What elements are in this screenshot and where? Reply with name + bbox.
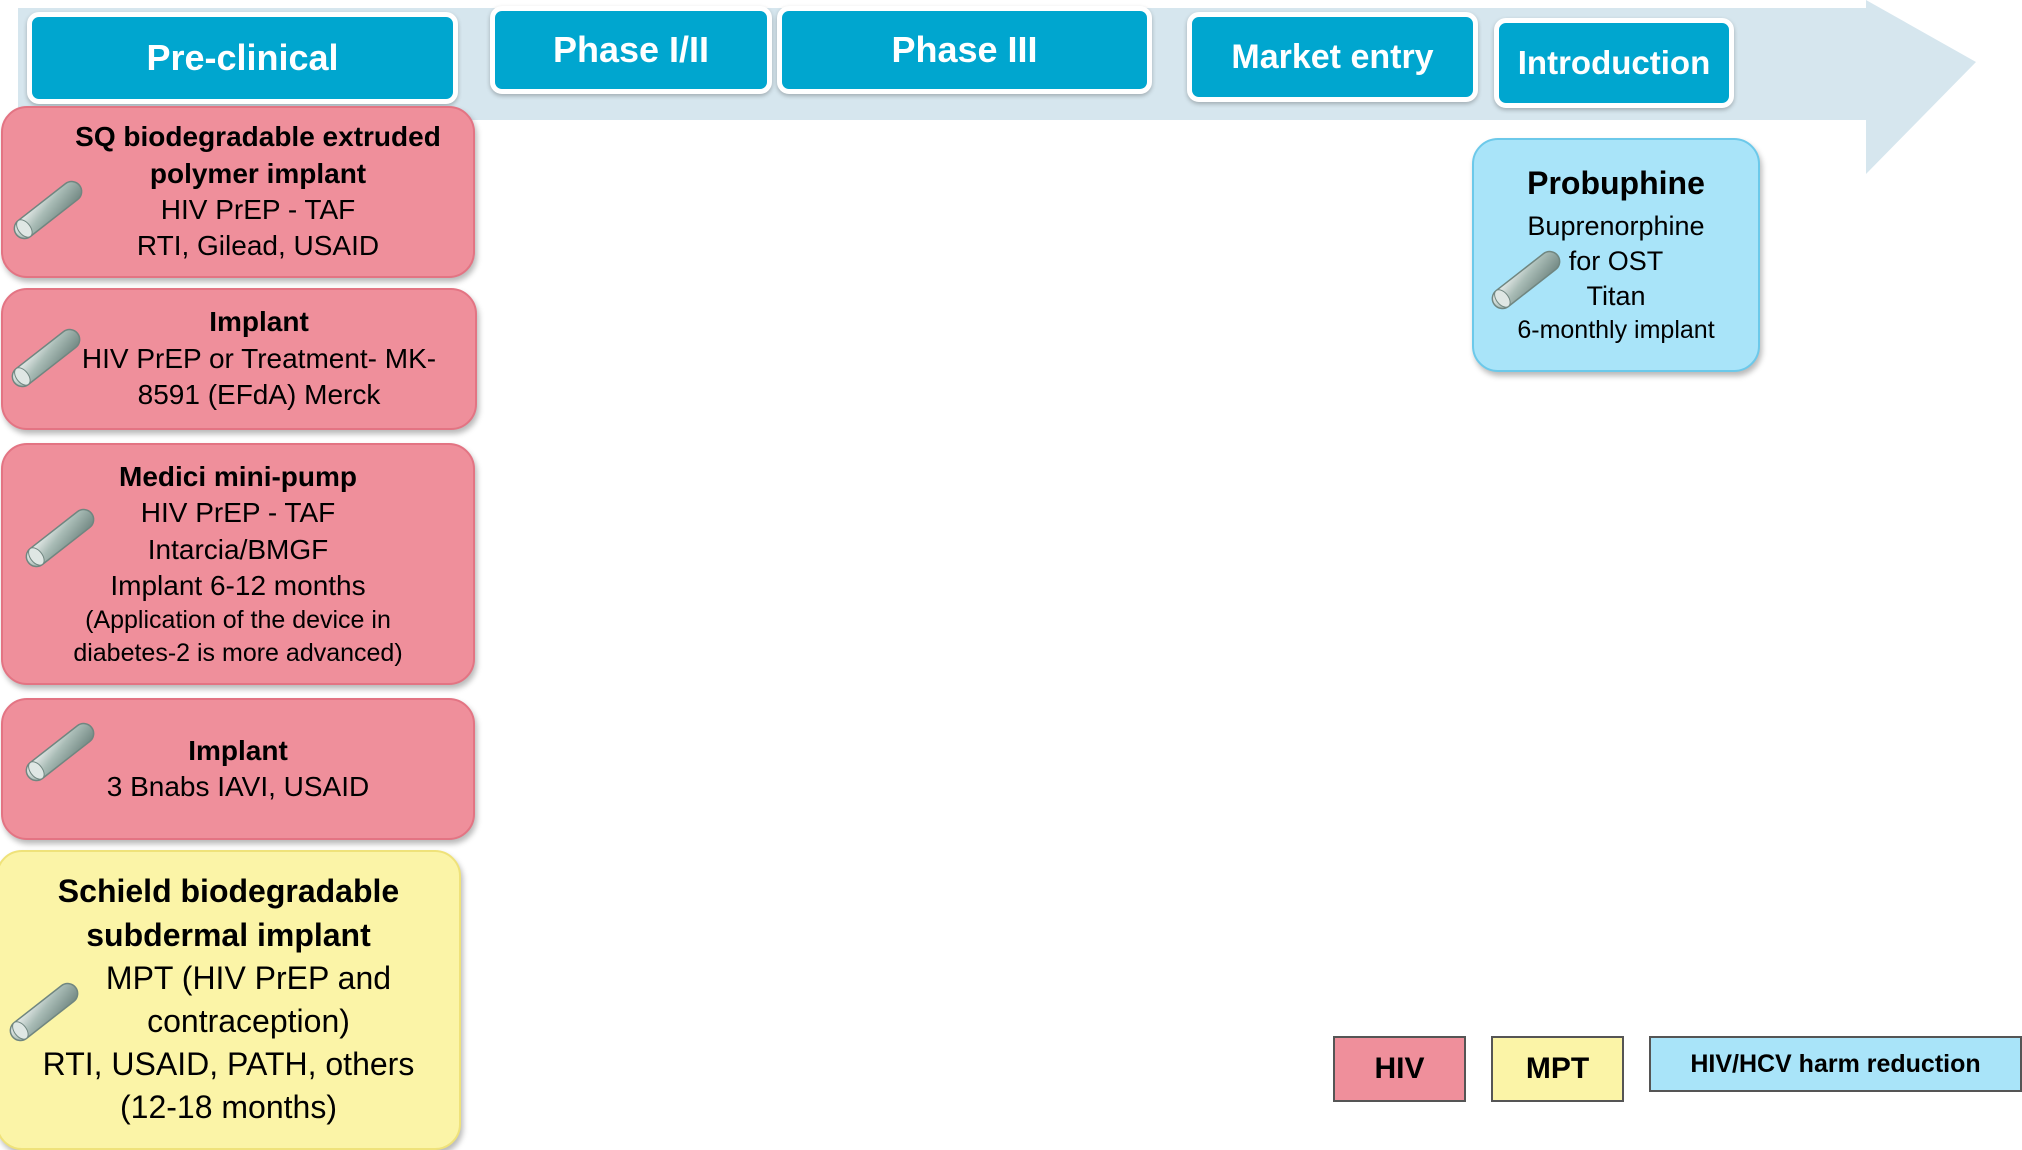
- legend-harm-reduction: HIV/HCV harm reduction: [1649, 1036, 2022, 1092]
- card-title: Schield biodegradable subdermal implant: [57, 873, 400, 953]
- card-line: MPT (HIV PrEP and contraception): [105, 959, 392, 1039]
- card-line: Titan: [1586, 281, 1646, 312]
- card-medici-mini-pump: Medici mini-pump HIV PrEP - TAF Intarcia…: [1, 443, 475, 685]
- card-title: Implant: [209, 306, 309, 338]
- phase-pre-clinical: Pre-clinical: [27, 12, 458, 104]
- card-title: Implant: [188, 734, 288, 766]
- card-title: SQ biodegradable extruded polymer implan…: [75, 121, 441, 189]
- implant-rod-icon: [25, 722, 95, 782]
- card-line: HIV PrEP - TAF: [160, 194, 356, 225]
- implant-rod-icon: [11, 328, 81, 388]
- legend-mpt: MPT: [1491, 1036, 1624, 1102]
- phase-market-entry: Market entry: [1187, 12, 1478, 102]
- card-schield-implant: Schield biodegradable subdermal implant …: [0, 850, 461, 1150]
- card-sq-biodegradable-implant: SQ biodegradable extruded polymer implan…: [1, 106, 475, 278]
- implant-rod-icon: [9, 982, 79, 1042]
- card-merck-implant: Implant HIV PrEP or Treatment- MK-8591 (…: [1, 288, 477, 430]
- phase-1-2: Phase I/II: [490, 6, 772, 94]
- legend-hiv: HIV: [1333, 1036, 1466, 1102]
- card-line: HIV PrEP - TAF: [140, 497, 336, 529]
- card-line: Intarcia/BMGF: [147, 533, 329, 565]
- card-title: Probuphine: [1527, 165, 1705, 202]
- card-line: RTI, USAID, PATH, others (12-18 months): [42, 1046, 415, 1126]
- card-title: Medici mini-pump: [119, 460, 357, 492]
- implant-rod-icon: [13, 180, 83, 240]
- card-line: RTI, Gilead, USAID: [136, 230, 380, 262]
- card-line: HIV PrEP or Treatment- MK-8591 (EFdA) Me…: [81, 342, 437, 411]
- card-line: 3 Bnabs IAVI, USAID: [106, 771, 370, 802]
- card-note: (Application of the device in diabetes-2…: [73, 606, 403, 667]
- implant-rod-icon: [1491, 250, 1561, 310]
- phase-3: Phase III: [777, 6, 1152, 94]
- card-line: 6-monthly implant: [1517, 316, 1715, 345]
- implant-rod-icon: [25, 508, 95, 568]
- phase-introduction: Introduction: [1494, 18, 1734, 108]
- card-probuphine: Probuphine Buprenorphine for OST Titan 6…: [1472, 138, 1760, 372]
- card-bnabs-implant: Implant 3 Bnabs IAVI, USAID: [1, 698, 475, 840]
- card-line: Buprenorphine for OST: [1527, 210, 1705, 276]
- card-line: Implant 6-12 months: [110, 569, 366, 601]
